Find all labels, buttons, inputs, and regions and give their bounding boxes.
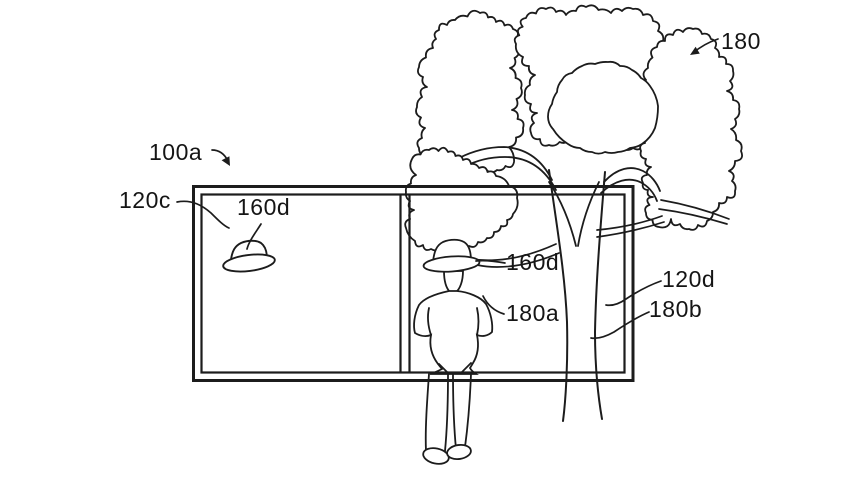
label-100a: 100a bbox=[149, 139, 203, 165]
shoe-left bbox=[422, 447, 450, 465]
label-180a: 180a bbox=[506, 300, 560, 326]
left-panel-hat-drawing bbox=[222, 239, 276, 273]
frame-inner-border bbox=[200, 193, 626, 374]
left-panel-surface bbox=[203, 195, 399, 372]
arrow-180-head bbox=[690, 46, 700, 55]
label-180: 180 bbox=[721, 28, 761, 54]
leader-lines bbox=[176, 38, 719, 340]
label-160d-left: 160d bbox=[237, 194, 291, 220]
label-180b: 180b bbox=[649, 296, 703, 322]
person-drawing bbox=[413, 238, 494, 465]
leader-180b bbox=[590, 311, 650, 340]
label-160d-right: 160d bbox=[506, 249, 560, 275]
arrow-100a-head bbox=[221, 156, 230, 166]
tree-drawing bbox=[404, 4, 743, 422]
person-head bbox=[443, 270, 464, 293]
label-120c: 120c bbox=[119, 187, 171, 213]
label-120d: 120d bbox=[662, 266, 716, 292]
leader-120d bbox=[605, 280, 662, 307]
person-hat-brim bbox=[422, 255, 481, 273]
leader-120c bbox=[176, 200, 230, 229]
person-shirt bbox=[413, 290, 494, 375]
display-frame bbox=[192, 185, 635, 382]
leader-160d-left bbox=[246, 223, 262, 250]
leader-160d-right bbox=[475, 259, 506, 264]
leader-180a bbox=[482, 295, 505, 315]
shoe-right bbox=[446, 443, 472, 461]
frame-outer-border bbox=[192, 185, 635, 382]
tree-foliage-center bbox=[547, 60, 659, 155]
